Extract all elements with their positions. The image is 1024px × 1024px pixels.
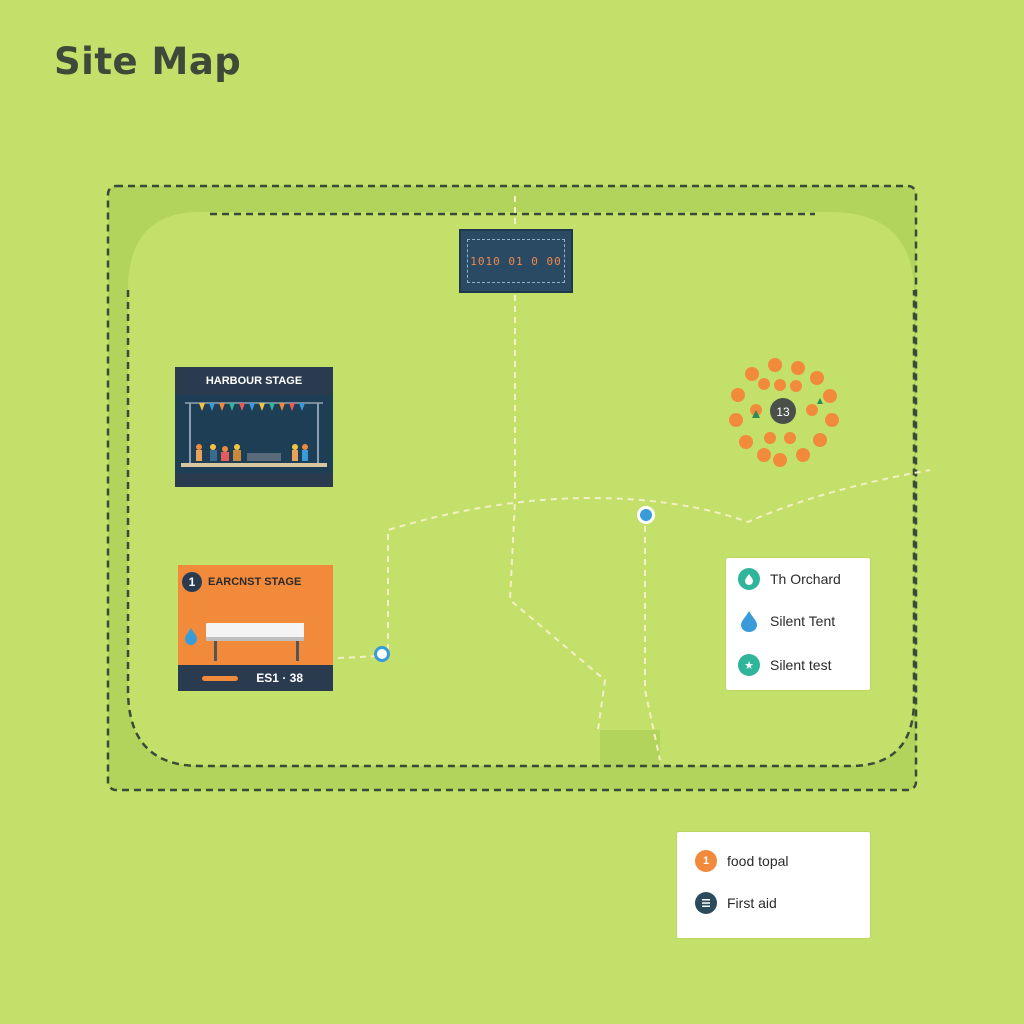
- earnest-stage-code: ES1 · 38: [256, 671, 303, 685]
- bunting-icon: [199, 403, 305, 411]
- scoreboard-display: 1010 01 0 00: [467, 239, 565, 283]
- tree-icon-small: [817, 398, 823, 404]
- crowd-markers: [729, 358, 839, 467]
- services-legend: 1 food topal First aid: [677, 832, 870, 938]
- field-notch: [600, 730, 660, 766]
- droplet-icon: [738, 610, 760, 632]
- earnest-stage-header: 1 EARCNST STAGE: [178, 569, 333, 595]
- crowd-count-badge: [770, 398, 796, 424]
- table-icon: [206, 623, 304, 641]
- tree-icon: [752, 410, 760, 418]
- stage-illustration: [181, 402, 327, 467]
- star-icon: ★: [738, 654, 760, 676]
- legend-label: Silent Tent: [770, 613, 836, 629]
- stage-number-badge: 1: [182, 572, 202, 592]
- legend-item[interactable]: 1 food topal: [695, 850, 789, 872]
- location-pin-center[interactable]: [637, 506, 655, 524]
- stage-indicator-bar: [202, 676, 238, 681]
- walking-paths: [337, 196, 931, 761]
- outer-boundary: [106, 184, 918, 792]
- inner-boundary: [126, 290, 916, 768]
- crowd-count: 13: [776, 405, 790, 419]
- list-icon: [695, 892, 717, 914]
- legend-label: food topal: [727, 853, 789, 869]
- legend-item[interactable]: Silent Tent: [738, 610, 835, 632]
- earnest-stage-label: EARCNST STAGE: [208, 576, 302, 588]
- earnest-stage-card[interactable]: 1 EARCNST STAGE ES1 · 38: [178, 565, 333, 691]
- water-droplet-icon: [185, 628, 197, 645]
- scoreboard-sign[interactable]: 1010 01 0 00: [459, 229, 573, 293]
- harbour-stage-label: HARBOUR STAGE: [175, 367, 333, 395]
- scoreboard-digits: 1010 01 0 00: [470, 254, 562, 268]
- legend-item[interactable]: ★ Silent test: [738, 654, 831, 676]
- legend-label: Th Orchard: [770, 571, 841, 587]
- stage-floor: [175, 473, 333, 487]
- droplet-icon: [738, 568, 760, 590]
- page-title: Site Map: [54, 40, 242, 83]
- harbour-stage-card[interactable]: HARBOUR STAGE: [175, 367, 333, 487]
- food-number-badge: 1: [695, 850, 717, 872]
- legend-label: First aid: [727, 895, 777, 911]
- table-leg: [214, 641, 217, 661]
- crowd-cluster: 13: [729, 358, 839, 467]
- legend-label: Silent test: [770, 657, 832, 673]
- table-leg: [296, 641, 299, 661]
- legend-item[interactable]: Th Orchard: [738, 568, 841, 590]
- location-pin-west[interactable]: [374, 646, 390, 662]
- legend-item[interactable]: First aid: [695, 892, 777, 914]
- performers-icon: [196, 444, 308, 461]
- zones-legend: Th Orchard Silent Tent ★ Silent test: [726, 558, 870, 690]
